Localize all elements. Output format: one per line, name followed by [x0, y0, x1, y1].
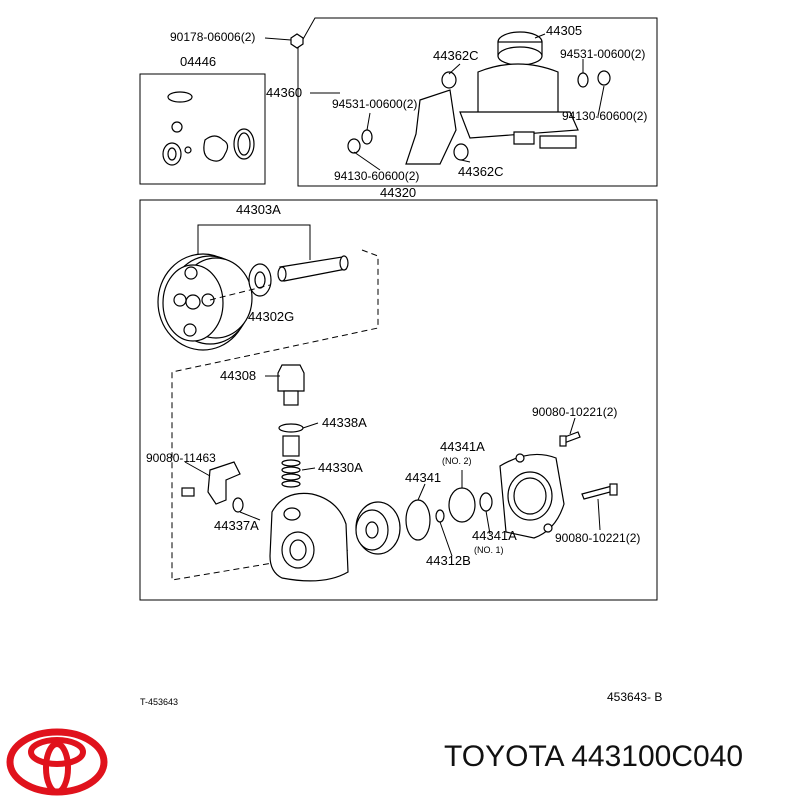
label-44362C-bottom: 44362C [458, 164, 504, 179]
pump-shaft [279, 256, 347, 282]
bearing-inner [254, 271, 266, 289]
o-ring-44341A-no2 [448, 487, 476, 523]
label-44305: 44305 [546, 23, 582, 38]
gasket-44337A [232, 497, 244, 513]
label-no2: (NO. 2) [442, 456, 472, 466]
label-90178: 90178-06006(2) [170, 30, 255, 44]
bolt-90080-11463 [181, 487, 195, 497]
seal-kit-group [139, 73, 266, 185]
o-ring-large [167, 91, 193, 103]
valve-plug [277, 364, 305, 392]
label-44312B: 44312B [426, 553, 471, 568]
o-ring-small [171, 121, 183, 133]
label-94130-right: 94130-60600(2) [562, 109, 647, 123]
o-ring-44338A [278, 423, 304, 433]
label-94130-bottom: 94130-60600(2) [334, 169, 419, 183]
toyota-logo-icon [6, 728, 108, 796]
label-90080-11463: 90080-11463 [146, 451, 216, 465]
union-fitting [207, 461, 241, 505]
washer-left [361, 129, 373, 145]
nut-right [597, 70, 611, 86]
side-plate-44341 [405, 499, 431, 541]
label-44320: 44320 [380, 185, 416, 200]
oil-seal-inner [167, 147, 177, 161]
label-90080-10221-top: 90080-10221(2) [532, 405, 617, 419]
part-number-caption: TOYOTA 443100C040 [444, 740, 744, 773]
flow-valve [282, 435, 300, 457]
mount-bracket [405, 89, 457, 165]
small-ring [184, 146, 192, 154]
label-94531-left: 94531-00600(2) [332, 97, 417, 111]
reservoir-bracket [459, 111, 579, 139]
reservoir-pipe [539, 135, 577, 149]
o-ring-44312B [435, 509, 445, 523]
reservoir-group [264, 17, 658, 187]
label-44362C-top: 44362C [433, 48, 479, 63]
bolt-bottom [581, 485, 615, 500]
spring-44330A [281, 459, 301, 488]
label-44360: 44360 [266, 85, 302, 100]
o-ring-44341A-no1 [479, 492, 493, 512]
label-44341A-no2: 44341A [440, 439, 485, 454]
label-44308: 44308 [220, 368, 256, 383]
label-44302G: 44302G [248, 309, 294, 324]
label-90080-10221-bottom: 90080-10221(2) [555, 531, 640, 545]
label-94531-right: 94531-00600(2) [560, 47, 645, 61]
label-no1: (NO. 1) [474, 545, 504, 555]
o-ring-oval-inner [237, 132, 251, 156]
label-44341: 44341 [405, 470, 441, 485]
label-44330A: 44330A [318, 460, 363, 475]
reservoir-cap-bottom [497, 46, 543, 66]
reservoir-pipe-2 [513, 131, 535, 145]
label-44303A: 44303A [236, 202, 281, 217]
labels: 90178-06006(2) 04446 44360 44305 44362C … [140, 23, 662, 707]
label-44337A: 44337A [214, 518, 259, 533]
label-44341A-no1: 44341A [472, 528, 517, 543]
reservoir-box [297, 17, 658, 187]
washer-right [577, 72, 589, 88]
seal-kit-box [139, 73, 266, 185]
label-44338A: 44338A [322, 415, 367, 430]
collar-top [441, 71, 457, 89]
pump-box [139, 199, 658, 601]
pulley [157, 253, 253, 351]
ref-left: T-453643 [140, 697, 178, 707]
pump-group [139, 199, 658, 601]
nut-90178 [290, 33, 304, 49]
ref-right: 453643- B [607, 690, 662, 704]
nut-left [347, 138, 361, 154]
label-04446: 04446 [180, 54, 216, 69]
gasket [203, 135, 229, 162]
collar-bottom [453, 143, 469, 161]
